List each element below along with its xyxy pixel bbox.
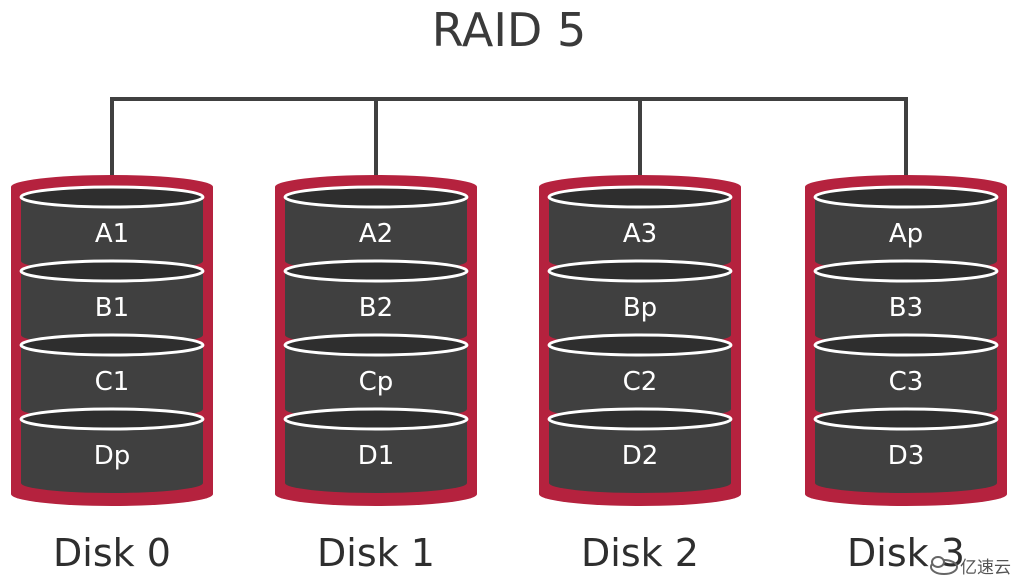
connector-bus-line (110, 97, 908, 194)
block-body (285, 271, 467, 345)
block-body (549, 271, 731, 345)
block-1-0: A2 (283, 185, 469, 271)
block-0-3: Dp (19, 407, 205, 493)
block-0-0: A1 (19, 185, 205, 271)
block-label: A2 (359, 219, 393, 249)
block-top (813, 259, 999, 283)
block-3-2: C3 (813, 333, 999, 419)
block-body (285, 419, 467, 493)
block-top (19, 259, 205, 283)
block-top (19, 185, 205, 209)
block-label: B1 (95, 293, 129, 323)
block-top (283, 185, 469, 209)
block-label: B3 (889, 293, 923, 323)
block-label: B2 (359, 293, 393, 323)
connector-bus (110, 97, 908, 194)
block-body (285, 197, 467, 271)
block-top (283, 259, 469, 283)
block-label: D1 (358, 441, 395, 471)
diagram-title: RAID 5 (432, 3, 586, 57)
block-label: C2 (623, 367, 658, 397)
block-body (815, 419, 997, 493)
block-label: D2 (622, 441, 659, 471)
block-2-1: Bp (547, 259, 733, 345)
disk-labels: Disk 0 Disk 1 Disk 2 Disk 3 (53, 531, 965, 575)
watermark: 亿速云 (930, 556, 1011, 578)
block-top (813, 407, 999, 431)
block-body (21, 197, 203, 271)
cloud-logo-icon (930, 556, 958, 575)
block-top (19, 333, 205, 357)
block-body (285, 345, 467, 419)
block-label: A1 (95, 219, 129, 249)
block-body (549, 345, 731, 419)
block-body (21, 419, 203, 493)
block-3-0: Ap (813, 185, 999, 271)
block-body (549, 419, 731, 493)
block-label: Dp (94, 441, 131, 471)
disk-label: Disk 2 (581, 531, 699, 575)
block-body (21, 345, 203, 419)
block-body (549, 197, 731, 271)
block-label: Ap (889, 219, 923, 249)
block-label: C1 (95, 367, 130, 397)
watermark-text: 亿速云 (960, 558, 1011, 578)
block-top (813, 185, 999, 209)
block-1-3: D1 (283, 407, 469, 493)
block-label: Cp (359, 367, 394, 397)
block-top (19, 407, 205, 431)
disk-label: Disk 1 (317, 531, 435, 575)
block-top (547, 333, 733, 357)
block-2-3: D2 (547, 407, 733, 493)
block-top (813, 333, 999, 357)
block-top (547, 259, 733, 283)
block-top (547, 185, 733, 209)
block-3-3: D3 (813, 407, 999, 493)
block-body (815, 345, 997, 419)
block-body (815, 197, 997, 271)
block-top (283, 333, 469, 357)
block-body (815, 271, 997, 345)
block-1-2: Cp (283, 333, 469, 419)
block-0-1: B1 (19, 259, 205, 345)
block-2-2: C2 (547, 333, 733, 419)
block-label: A3 (623, 219, 657, 249)
block-label: C3 (889, 367, 924, 397)
block-3-1: B3 (813, 259, 999, 345)
block-0-2: C1 (19, 333, 205, 419)
block-top (547, 407, 733, 431)
block-top (283, 407, 469, 431)
disk-label: Disk 0 (53, 531, 171, 575)
block-2-0: A3 (547, 185, 733, 271)
block-label: D3 (888, 441, 925, 471)
block-body (21, 271, 203, 345)
disk-label: Disk 3 (847, 531, 965, 575)
block-label: Bp (623, 293, 657, 323)
block-1-1: B2 (283, 259, 469, 345)
